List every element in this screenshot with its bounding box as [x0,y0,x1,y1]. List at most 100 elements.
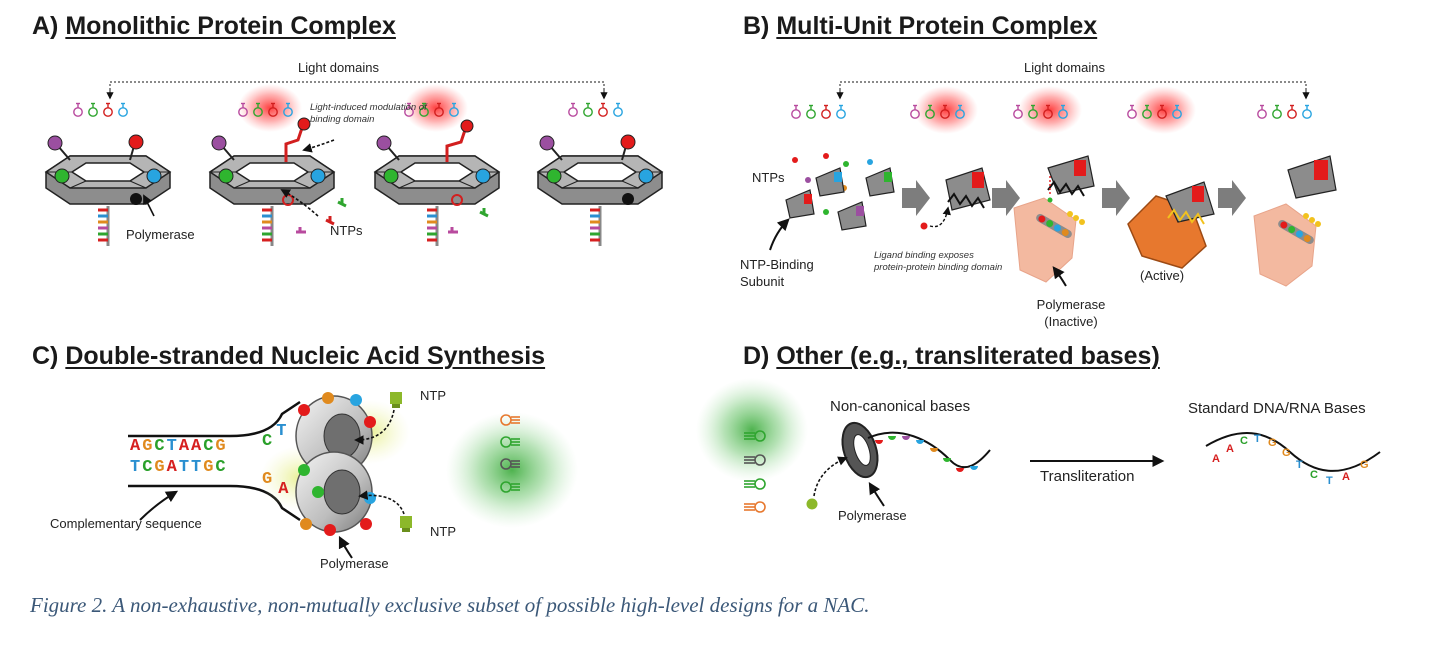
standard-base-letter: A [1226,443,1234,455]
panel-a-letter: A) [32,12,59,40]
light-bulbs-c [500,414,520,493]
standard-base-letter: A [1212,453,1220,465]
ntp-square-top [390,392,402,408]
standard-base-letter: C [1310,469,1318,481]
modulation-arrow [302,139,335,153]
panel-b-letter: B) [743,12,770,40]
top-strand: AGCTAACG [130,437,228,456]
panel-a-ntps-label: NTPs [330,223,363,238]
ntp-markers-a [296,198,489,234]
light-bulbs-b1 [791,104,846,119]
panel-b-ntps-label: NTPs [752,170,785,185]
bead-entry-arrow [813,456,848,497]
panel-d-letter: D) [743,342,770,370]
complementary-pointer-arrow [139,490,179,521]
polymerase-inactive [1013,155,1095,283]
bottom_strand-base: T [130,458,143,477]
bottom_strand-base: C [142,458,155,477]
noncanonical-label: Non-canonical bases [830,398,971,415]
bottom_strand-base: T [178,458,192,477]
panel-b-title-text: Multi-Unit Protein Complex [776,12,1098,40]
top-extra-base: T [276,422,287,441]
step-arrows-b [902,180,1246,216]
complementary-label: Complementary sequence [50,516,202,531]
standard-base-letter: A [1342,471,1350,483]
panel-c-letter: C) [32,342,59,370]
red-light-glow [404,84,468,132]
panel-a-polymerase-label: Polymerase [126,227,195,242]
standard-base-letter: T [1296,459,1303,471]
bottom_strand-base: G [203,458,216,477]
panel-a-title: A) Monolithic Protein Complex [32,12,396,41]
polymerase-complex-a2 [209,117,335,246]
panel-c-title: C) Double-stranded Nucleic Acid Synthesi… [32,342,545,371]
standard-base-letter: C [1240,435,1248,447]
polymerase-complex-a3 [374,119,500,246]
ntp-square-bottom [400,516,412,532]
top-strand-extra: CT [262,422,290,451]
bottom_strand-base: T [191,458,204,477]
transliteration-label: Transliteration [1040,468,1135,485]
ntp-incorporation-arrow [354,409,395,445]
ligand-arrow [929,206,951,228]
panel-c-title-text: Double-stranded Nucleic Acid Synthesis [65,342,546,370]
bottom_strand-base: G [154,458,167,477]
top_strand-base: C [203,437,216,456]
ligand-dot [920,222,928,230]
polymerase-pointer-arrow [338,535,353,559]
ntp-entry-arrow [280,189,319,217]
top_strand-base: G [142,437,155,456]
light-bulbs-d [744,430,766,513]
ntp-binding-subunit-label: NTP-Binding Subunit [740,257,814,289]
noncanonical-strand [867,431,991,469]
panel-c-polymerase-label: Polymerase [320,556,389,571]
noncanonical-base-dots [875,436,978,472]
top_strand-base: C [154,437,167,456]
polymerase-released [1253,155,1337,287]
bottom_strand-base: C [215,458,228,477]
green-light-glow [446,412,578,528]
polymerase-inactive-label: Polymerase (Inactive) [1036,297,1106,329]
panel-b-title: B) Multi-Unit Protein Complex [743,12,1097,41]
top_strand-base: T [166,437,179,456]
top_strand-base: A [178,437,192,456]
polymerase-pointer-arrow [868,481,885,507]
bottom_strand-base: A [166,458,179,477]
standard-base-letter: T [1254,433,1261,445]
top_strand-base: G [215,437,228,456]
ntp-binding-subunits [785,167,895,231]
subunit-pointer-arrow [769,218,790,251]
polymerase-active [1127,181,1215,269]
torus-polymerase [841,421,879,479]
top_strand-base: A [130,437,143,456]
top-extra-base: C [262,432,273,451]
light-bulbs-a1 [73,102,128,117]
bottom-strand: TCGATTGC [130,458,228,477]
activated-subunit [945,167,991,211]
green-light-glow [696,378,808,482]
panel-b-light-domains-label: Light domains [1024,60,1105,75]
panel-a-light-domains-label: Light domains [298,60,379,75]
ntp-bottom-label: NTP [430,524,456,539]
panel-a-title-text: Monolithic Protein Complex [65,12,396,40]
ntp-dots-b [792,153,873,215]
panel-b-light-domains-bracket [836,81,1310,100]
top_strand-base: A [191,437,204,456]
light-bulbs-b5 [1257,104,1312,119]
figure-caption: Figure 2. A non-exhaustive, non-mutually… [30,593,870,617]
panel-d-polymerase-label: Polymerase [838,508,907,523]
standard-base-letter: G [1282,447,1291,459]
standard-base-letter: T [1326,475,1333,487]
polymerase-ring-bottom [295,451,376,536]
polymerase-complex-a4 [537,134,663,246]
ntp-top-label: NTP [420,388,446,403]
standard-base-letter: G [1268,437,1277,449]
panel-d-title: D) Other (e.g., transliterated bases) [743,342,1160,371]
bottom-extra-base: A [278,480,289,499]
panel-a-light-domains-bracket [106,81,608,100]
red-light-glow [238,84,302,132]
polymerase-pointer-arrow [143,194,155,217]
polymerase-complex-a1 [45,134,171,246]
